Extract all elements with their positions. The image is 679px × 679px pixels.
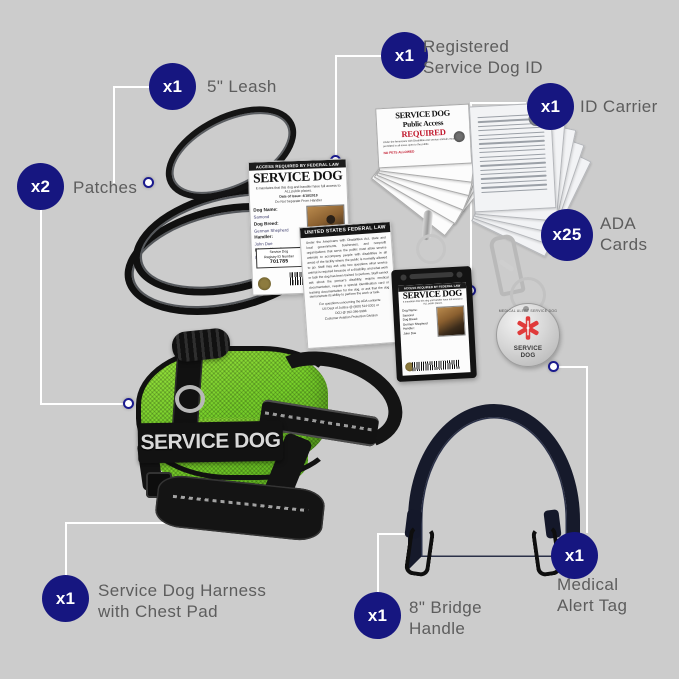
callout-qty-registered-id: x1 (394, 45, 415, 65)
callout-label-ada-cards: ADA Cards (600, 214, 648, 255)
harness-service-dog-patch: SERVICE DOG (137, 420, 284, 464)
callout-qty-patches: x2 (30, 176, 51, 196)
connector-dot-patches (123, 398, 134, 409)
id-card-date-value: 4/18/2018 (302, 193, 318, 199)
callout-badge-patches[interactable]: x2 (17, 163, 64, 210)
connector-regid-v (335, 55, 337, 160)
ada-red-card-front: SERVICE DOG Public Access REQUIRED Under… (375, 103, 473, 169)
connector-harness-v (65, 522, 67, 577)
callout-badge-id-carrier[interactable]: x1 (527, 83, 574, 130)
law-card-body: Under the Americans with Disabilities Ac… (305, 235, 390, 300)
medical-alert-tag-product-image: MEDICAL ALERT SERVICE DOG SERVICE DOG (480, 232, 566, 385)
carrier-field-handler-value: John Doe (403, 330, 417, 336)
star-of-life-icon (517, 315, 539, 340)
callout-badge-registered-id[interactable]: x1 (381, 32, 428, 79)
connector-dot-tag (548, 361, 559, 372)
carrier-hole-right (456, 271, 463, 278)
callout-label-harness: Service Dog Harness with Chest Pad (98, 581, 267, 622)
id-card-registry-box: Service Dog Registry ID Number 701785 (255, 246, 303, 269)
law-card-contact: For questions concerning the ADA contact… (305, 297, 396, 326)
callout-label-medical-tag: Medical Alert Tag (557, 575, 628, 616)
carrier-card-body: Dog Name: Samond Dog Breed: German Sheph… (399, 303, 469, 341)
carrier-hole-left (400, 274, 407, 281)
harness-chest-pad (153, 473, 327, 543)
tag-text-line2: DOG (520, 351, 536, 359)
callout-badge-medical-tag[interactable]: x1 (551, 532, 598, 579)
id-card-date-label: Date of Issue: (279, 194, 302, 199)
id-carrier-product-image: ACCESS REQUIRED BY FEDERAL LAW SERVICE D… (391, 209, 477, 383)
carrier-card-dog-photo (436, 305, 466, 338)
connector-leash-v (113, 86, 115, 183)
carrier-split-ring-icon (415, 233, 447, 265)
tag-text-line1: SERVICE (513, 345, 543, 352)
connector-bridge-v (377, 533, 379, 593)
tag-arc-text: MEDICAL ALERT SERVICE DOG (498, 309, 558, 313)
connector-tag-v (586, 366, 588, 533)
callout-qty-ada-cards: x25 (552, 225, 582, 244)
connector-tag-h (555, 366, 588, 368)
connector-carrier-h (470, 102, 526, 104)
connector-harness-h (65, 522, 178, 524)
callout-badge-leash[interactable]: x1 (149, 63, 196, 110)
connector-regid-h (335, 55, 383, 57)
carrier-inserted-card: ACCESS REQUIRED BY FEDERAL LAW SERVICE D… (397, 282, 471, 376)
callout-label-id-carrier: ID Carrier (580, 97, 658, 116)
harness-edge-trim (136, 346, 340, 480)
callout-qty-leash: x1 (162, 76, 183, 96)
callout-badge-ada-cards[interactable]: x25 (541, 209, 593, 261)
callout-label-bridge-handle: 8" Bridge Handle (409, 598, 482, 639)
tag-disc-hole (523, 306, 529, 312)
carrier-badge-slot (409, 271, 454, 280)
callout-badge-harness[interactable]: x1 (42, 575, 89, 622)
tag-disc: MEDICAL ALERT SERVICE DOG SERVICE DOG (496, 303, 560, 367)
callout-qty-harness: x1 (55, 588, 76, 608)
callout-qty-bridge-handle: x1 (367, 605, 388, 625)
harness-d-ring-icon (175, 385, 205, 413)
carrier-card-fields: Dog Name: Samond Dog Breed: German Sheph… (402, 307, 436, 339)
callout-qty-medical-tag: x1 (564, 545, 585, 565)
bridge-handle-product-image (398, 398, 580, 578)
connector-dot-leash (143, 177, 154, 188)
tag-text: SERVICE DOG (497, 345, 559, 359)
id-card-seal (257, 277, 272, 291)
callout-qty-id-carrier: x1 (540, 96, 561, 116)
connector-bridge-h (377, 533, 413, 535)
connector-leash-h (113, 86, 149, 88)
callout-label-leash: 5" Leash (207, 77, 277, 96)
service-dog-harness-product-image: SERVICE DOG (120, 327, 415, 560)
callout-label-patches: Patches (73, 178, 138, 197)
callout-badge-bridge-handle[interactable]: x1 (354, 592, 401, 639)
carrier-card-barcode (411, 359, 461, 372)
connector-patches-v (40, 208, 42, 404)
connector-patches-h (40, 403, 128, 405)
carrier-black-holder: ACCESS REQUIRED BY FEDERAL LAW SERVICE D… (391, 265, 477, 383)
harness-patch-text: SERVICE DOG (140, 428, 281, 455)
callout-label-registered-id: Registered Service Dog ID (423, 37, 543, 78)
